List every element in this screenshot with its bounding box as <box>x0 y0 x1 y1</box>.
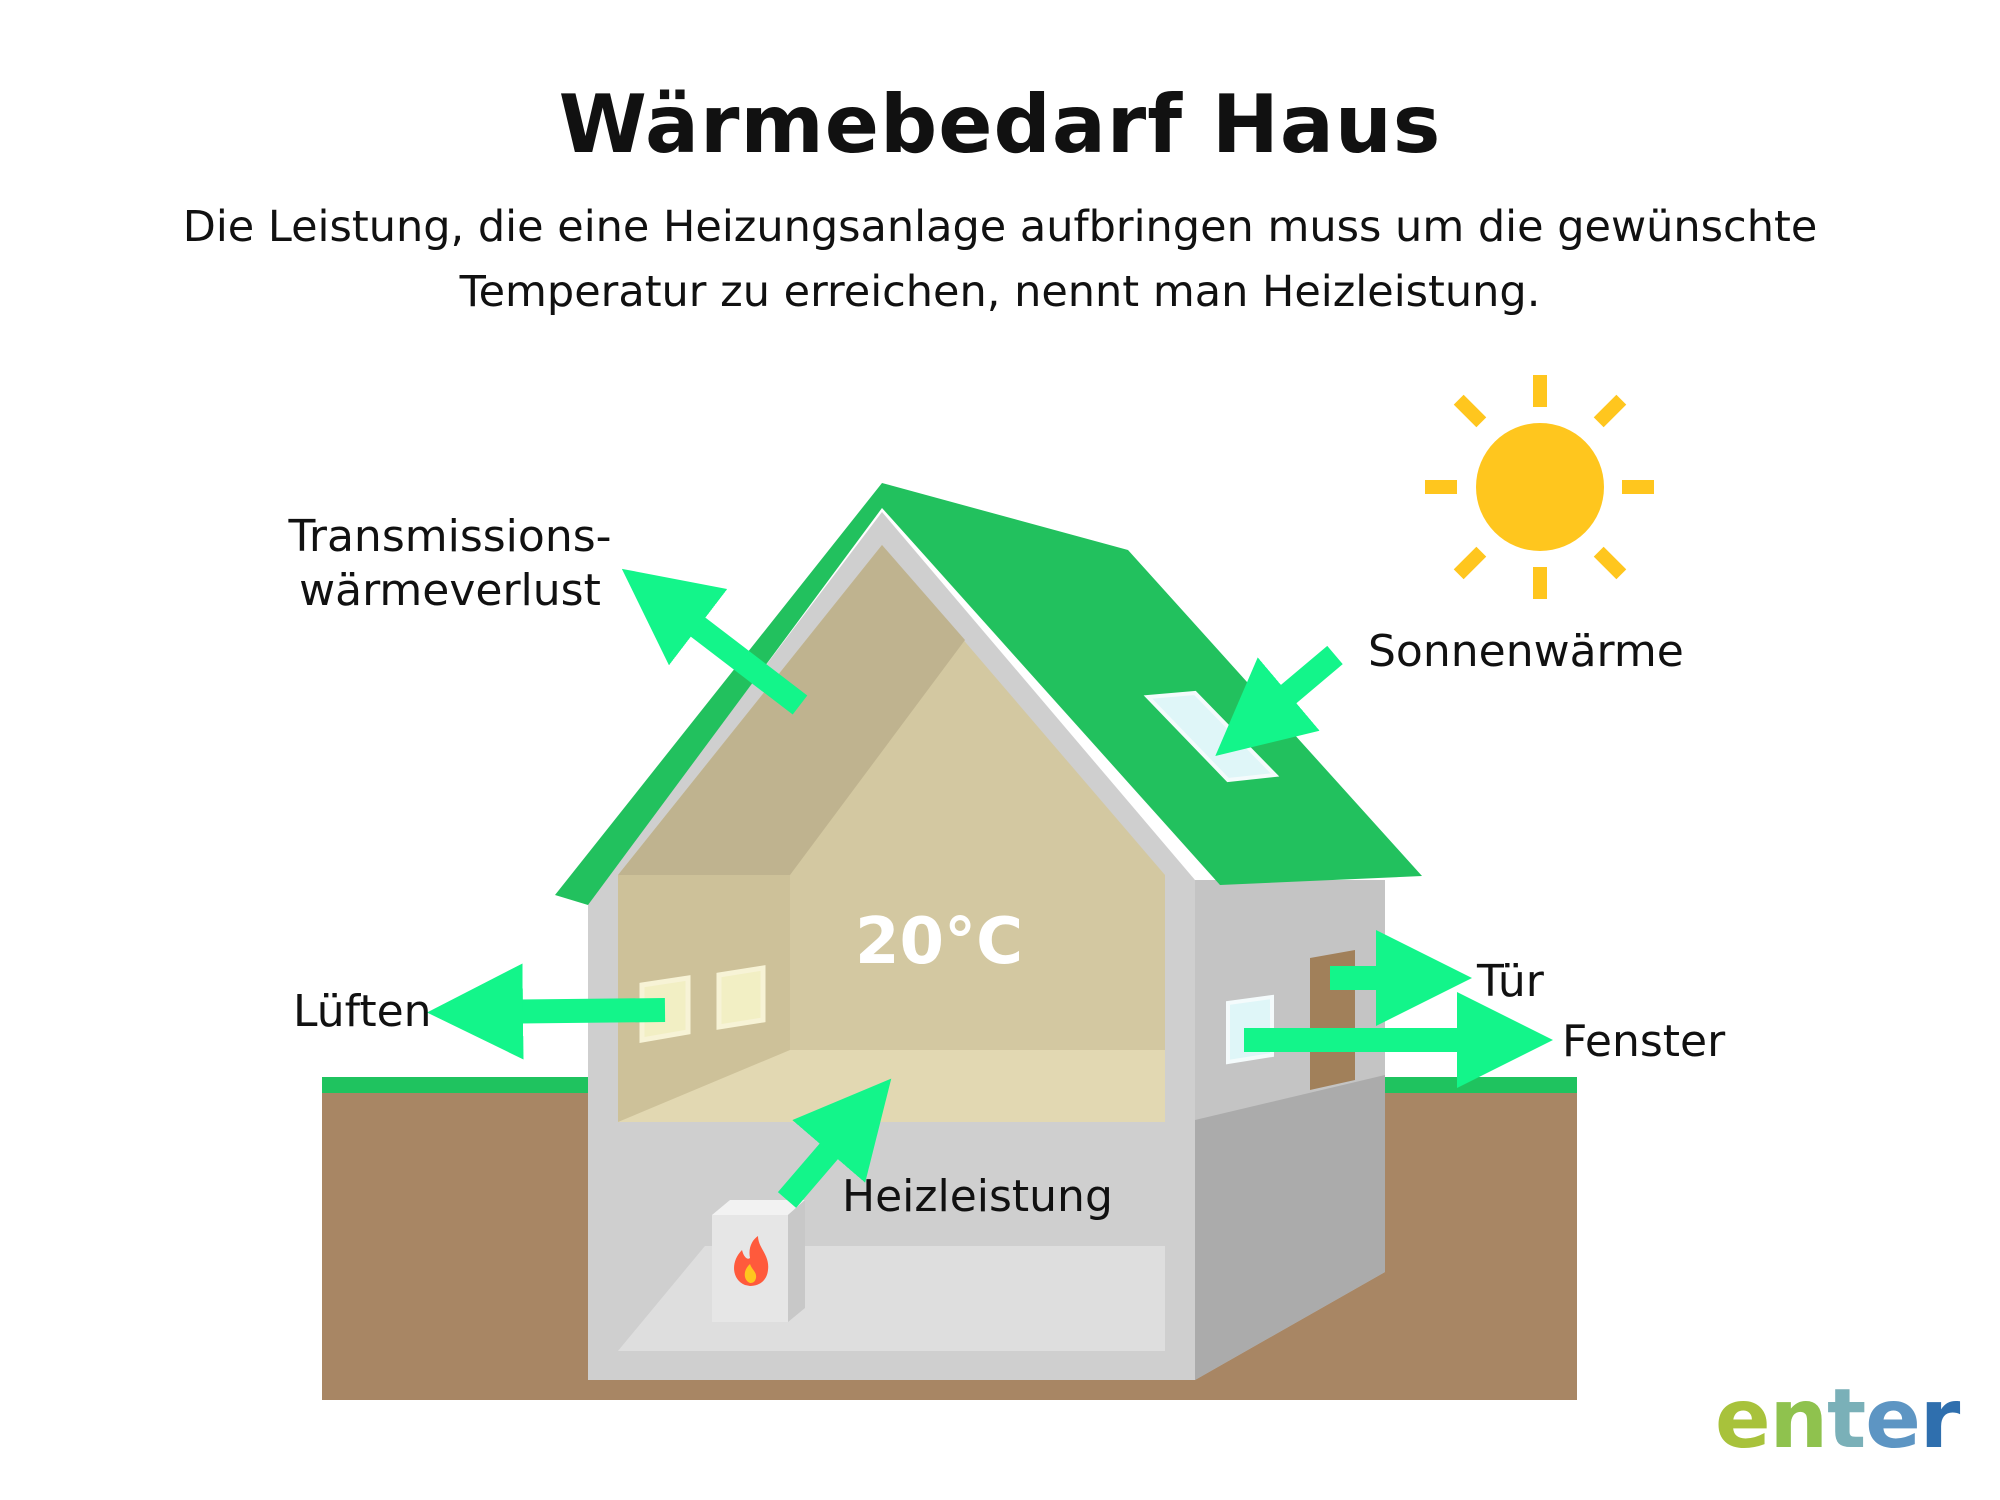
room-temperature: 20°C <box>855 905 1024 979</box>
label-transmission-line1: Transmissions- <box>288 511 612 562</box>
label-transmission-line2: wärmeverlust <box>299 565 601 616</box>
brand-letter: e <box>1865 1372 1921 1467</box>
label-heizleistung: Heizleistung <box>842 1171 1113 1222</box>
arrow-lueften <box>427 963 666 1060</box>
brand-letter: r <box>1919 1372 1960 1467</box>
roof-right <box>882 483 1422 885</box>
room-floor <box>618 1050 1165 1122</box>
label-tuer: Tür <box>1477 956 1544 1007</box>
label-lueften: Lüften <box>293 986 432 1037</box>
arrow-transmission <box>621 568 808 715</box>
label-fenster: Fenster <box>1562 1016 1726 1067</box>
room-window-right <box>716 965 766 1030</box>
brand-letter: e <box>1715 1372 1771 1467</box>
brand-letter: n <box>1769 1372 1828 1467</box>
basement <box>618 1146 1165 1351</box>
roof-left <box>555 483 882 905</box>
arrows <box>427 568 1553 1208</box>
label-transmission: Transmissions- wärmeverlust <box>270 510 630 618</box>
sun-icon <box>1425 375 1654 599</box>
flame-icon <box>734 1236 769 1286</box>
brand-letter: t <box>1827 1372 1866 1467</box>
page-subtitle: Die Leistung, die eine Heizungsanlage au… <box>182 202 1818 317</box>
brand-logo: enter <box>1715 1372 1960 1467</box>
heater <box>712 1200 805 1322</box>
skylight <box>1143 690 1280 783</box>
arrow-heizleistung <box>777 1078 892 1208</box>
roof <box>555 483 1422 905</box>
arrow-sun <box>1215 645 1343 756</box>
label-sonnenwaerme: Sonnenwärme <box>1368 626 1684 677</box>
page-title: Wärmebedarf Haus <box>558 78 1442 171</box>
